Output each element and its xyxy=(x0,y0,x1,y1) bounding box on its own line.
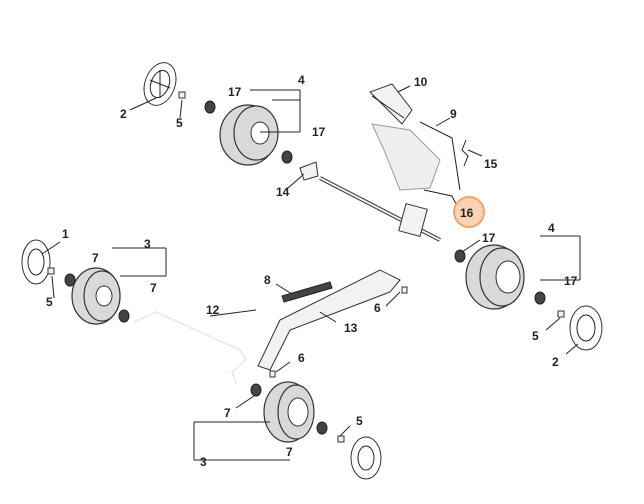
bushing-left xyxy=(64,273,76,287)
label-17-a: 17 xyxy=(228,85,242,99)
label-14: 14 xyxy=(276,185,290,199)
label-9: 9 xyxy=(450,107,457,121)
bracket-13 xyxy=(257,269,401,371)
bushing-bottom xyxy=(250,383,262,397)
label-17-d: 17 xyxy=(564,274,578,288)
label-7-a: 7 xyxy=(92,251,99,265)
spring-15 xyxy=(461,139,469,167)
wheel-bottom xyxy=(263,381,315,443)
part-labels: 2 5 17 4 17 14 10 9 15 16 17 4 17 5 2 1 … xyxy=(46,73,578,469)
screw-6-mid xyxy=(269,370,276,378)
screw-top-left xyxy=(178,91,186,99)
label-15: 15 xyxy=(484,157,498,171)
screw-bottom xyxy=(337,435,345,443)
leader-lines xyxy=(41,85,581,461)
screw-6-upper xyxy=(401,286,408,294)
wheel-top-left xyxy=(219,104,279,166)
label-16: 16 xyxy=(460,206,474,220)
hubcap-right xyxy=(569,305,603,351)
rear-axle xyxy=(319,176,441,242)
label-10: 10 xyxy=(414,75,428,89)
label-4-top: 4 xyxy=(298,73,305,87)
hubcap-top-left xyxy=(143,62,177,106)
wheel-right xyxy=(465,244,525,310)
label-13: 13 xyxy=(344,321,358,335)
wheel-left xyxy=(71,267,121,325)
bushing-right-outer xyxy=(534,291,546,305)
bushing-top-left-inner xyxy=(281,150,293,164)
screw-left xyxy=(47,267,55,275)
bushing-left-inner xyxy=(118,309,130,323)
label-7-d: 7 xyxy=(286,445,293,459)
label-7-b: 7 xyxy=(150,281,157,295)
bushing-bottom-outer xyxy=(316,421,328,435)
rod-16 xyxy=(423,189,457,205)
bracket-plate xyxy=(371,123,441,191)
front-axle-12 xyxy=(133,311,247,385)
cam-part-14 xyxy=(299,161,319,181)
label-8: 8 xyxy=(264,273,271,287)
label-5-left: 5 xyxy=(46,295,53,309)
label-7-c: 7 xyxy=(224,406,231,420)
screw-right xyxy=(557,310,565,318)
hubcap-bottom xyxy=(350,436,382,480)
height-lever-10 xyxy=(369,83,413,125)
hubcap-left xyxy=(21,239,51,285)
label-6-bottom: 6 xyxy=(298,351,305,365)
label-5-topleft: 5 xyxy=(176,116,183,130)
label-5-right: 5 xyxy=(532,329,539,343)
label-17-c: 17 xyxy=(482,231,496,245)
label-2-right: 2 xyxy=(552,355,559,369)
highlight-circle-16 xyxy=(453,196,485,228)
label-2-top: 2 xyxy=(120,107,127,121)
rail-8 xyxy=(281,281,333,303)
label-3-bottom: 3 xyxy=(200,455,207,469)
label-5-bottom: 5 xyxy=(356,414,363,428)
label-12: 12 xyxy=(206,303,220,317)
label-17-b: 17 xyxy=(312,125,326,139)
label-4-right: 4 xyxy=(548,221,555,235)
bushing-top-left xyxy=(204,100,216,114)
rod-9 xyxy=(419,121,461,191)
label-6-mid: 6 xyxy=(374,301,381,315)
label-1: 1 xyxy=(62,227,69,241)
label-3-left: 3 xyxy=(144,237,151,251)
bushing-right xyxy=(454,249,466,263)
